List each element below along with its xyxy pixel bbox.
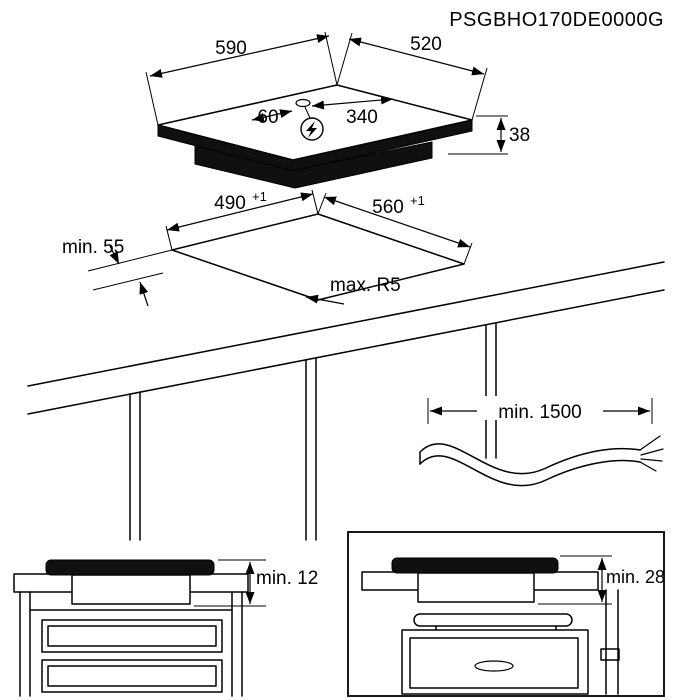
cutout-depth-dim-line [166, 192, 314, 232]
extension-line [324, 31, 338, 86]
cable-offset-right-dim-line [311, 95, 394, 110]
cutout-width-dim: 560 [372, 197, 404, 218]
hob-height-dim: 38 [509, 125, 530, 146]
cable-wire-strand [640, 458, 663, 462]
oven-door [409, 637, 579, 689]
cable-wire-strand [639, 461, 657, 472]
cutout-outline [171, 213, 465, 301]
hob-width-dim: 590 [215, 38, 247, 59]
extension-line [145, 71, 159, 126]
drawer-clearance-label: min. 12 [256, 568, 318, 589]
drawer-front-inner [47, 665, 217, 687]
drawer-clearance-detail: min. 12 [13, 559, 318, 697]
oven-clearance-label: min. 28 [606, 567, 665, 587]
drawer-front [41, 619, 223, 653]
cutout-width-dim-line [323, 196, 471, 248]
cutout-width-tolerance: +1 [410, 193, 425, 208]
hob-underside-box [417, 572, 535, 603]
leader-line [304, 106, 311, 119]
front-distance-label: min. 55 [62, 237, 124, 258]
cutout-edge-extension [87, 249, 173, 272]
cable-length-view: min. 1500 [419, 396, 664, 487]
label-backing [477, 396, 603, 420]
oven-detail-frame [347, 531, 665, 697]
front-distance-arrow [139, 281, 149, 307]
extension-line [336, 32, 353, 86]
front-edge-reference [92, 272, 164, 291]
oven-clearance-detail: min. 28 [347, 531, 665, 697]
cutout-depth-tolerance: +1 [252, 189, 267, 204]
front-distance-arrow [109, 245, 120, 265]
oven-vent [474, 660, 514, 672]
document-code: PSGBHO170DE0000G [449, 9, 664, 31]
mains-cable [419, 455, 641, 487]
cable-offset-left-dim: 60 [257, 107, 278, 128]
hob-section [391, 557, 559, 574]
worktop-cutout-view: 490 +1 560 +1 min. 55 max. R5 [27, 189, 665, 541]
hob-width-dim-line [149, 34, 330, 78]
drawer-front-inner [47, 625, 217, 647]
hob-isometric-view: 590 520 60 340 38 [145, 31, 530, 189]
drawer-front [41, 659, 223, 693]
cable-wire-strand [639, 435, 661, 451]
cable-entry [295, 98, 311, 108]
corner-radius-label: max. R5 [330, 275, 401, 296]
mains-cable [419, 443, 641, 475]
hob-depth-dim-line [348, 37, 485, 76]
cable-offset-right-dim: 340 [346, 107, 378, 128]
oven-front [401, 629, 589, 695]
worktop-front-edge-top [27, 261, 665, 387]
cutout-depth-dim: 490 [214, 193, 246, 214]
hob-section [45, 559, 215, 576]
cable-offset-left-dim-line [251, 109, 293, 122]
extension-line [463, 242, 473, 265]
cable-length-label: min. 1500 [498, 402, 581, 423]
lightning-icon [306, 121, 317, 138]
corner-radius-arrow [305, 294, 345, 305]
oven-handle [413, 613, 573, 627]
cable-wire-strand [640, 448, 664, 456]
worktop-front-edge-bottom [27, 289, 665, 415]
extension-line [471, 67, 488, 121]
hob-depth-dim: 520 [410, 34, 442, 55]
panel-bracket [600, 648, 620, 661]
extension-line [317, 192, 327, 215]
hob-underside-box [71, 574, 191, 605]
